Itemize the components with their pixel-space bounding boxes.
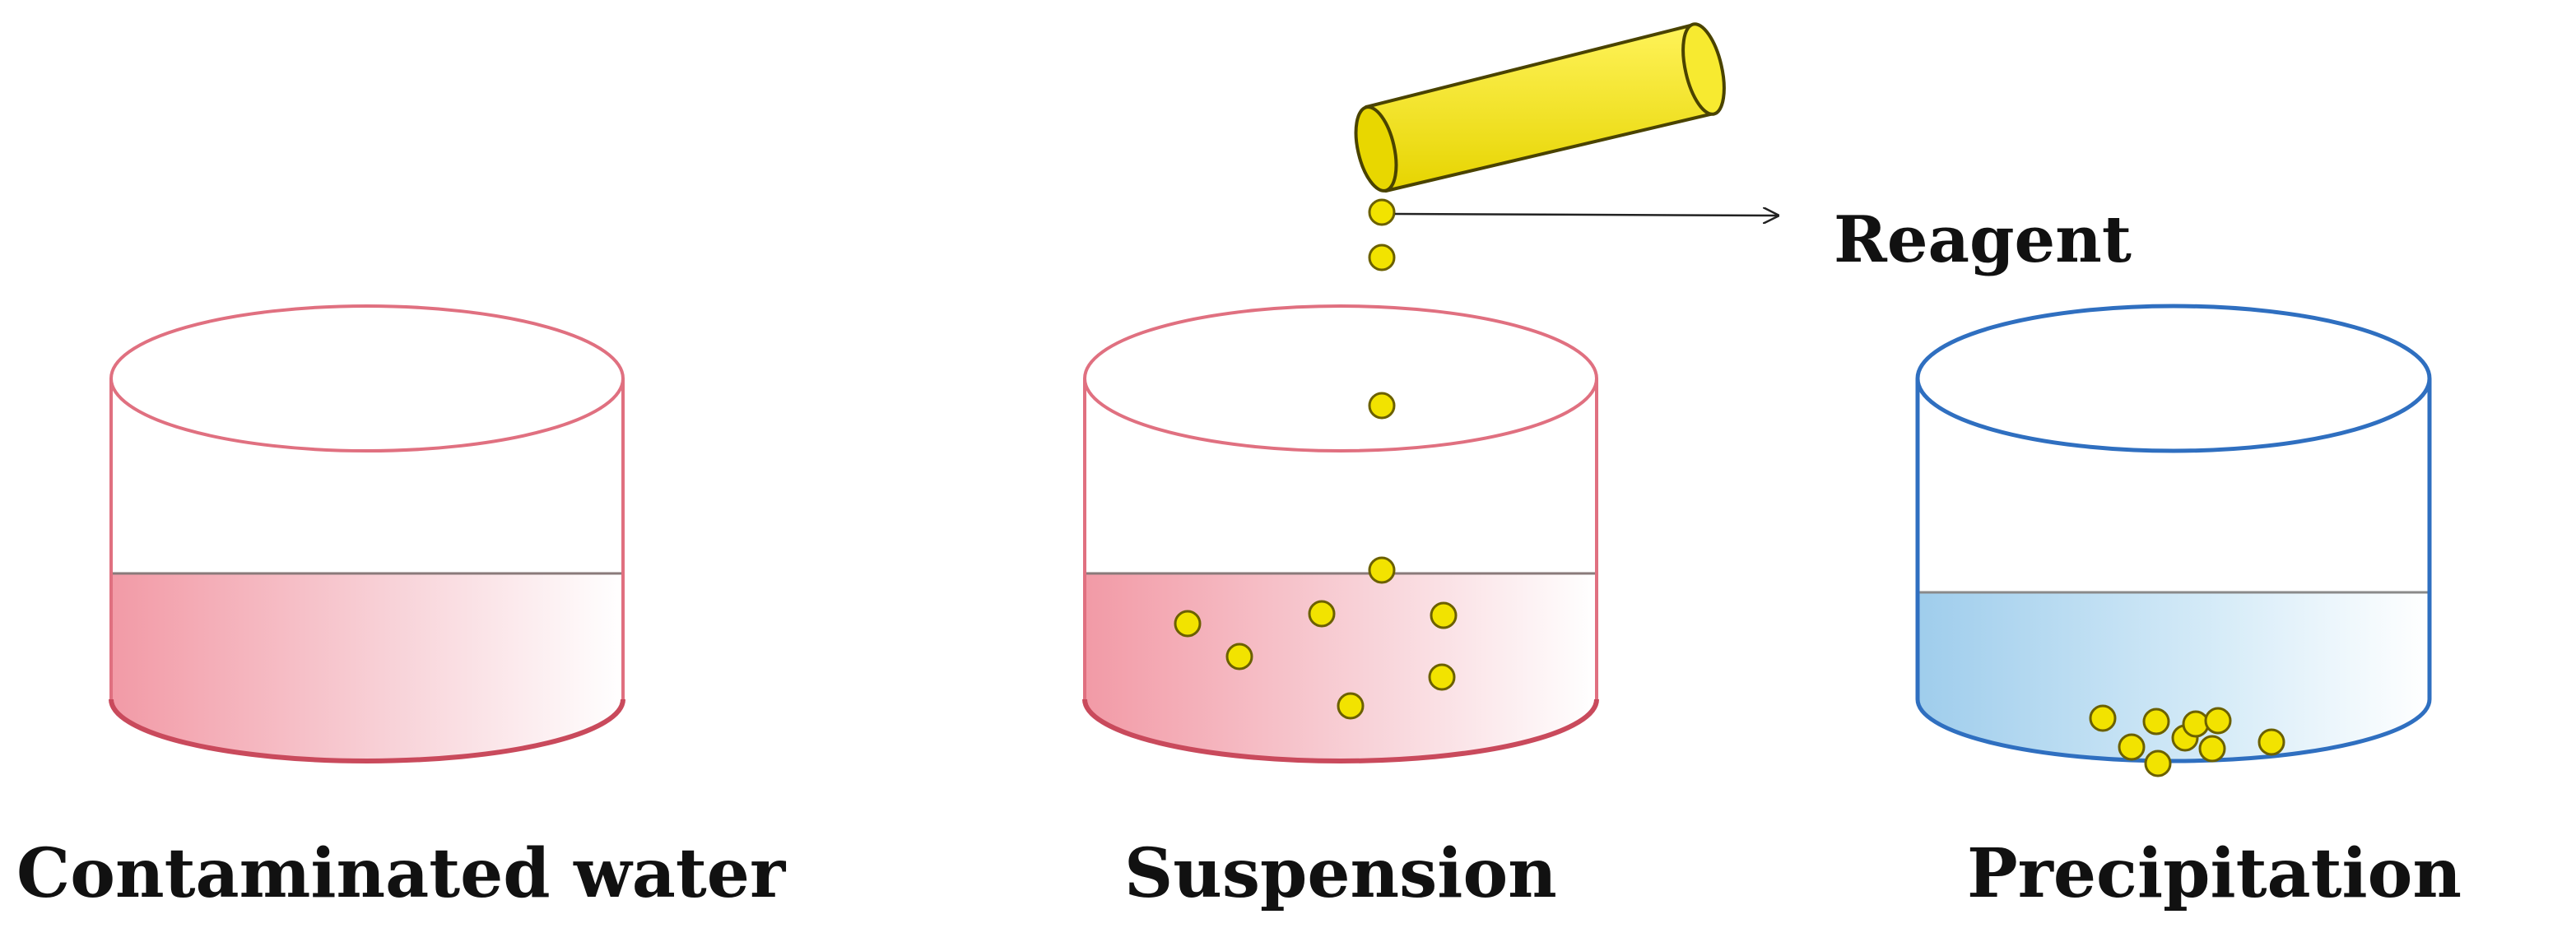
particle	[2142, 708, 2170, 736]
particle	[2257, 728, 2285, 756]
particle	[1337, 692, 1365, 720]
precipitation-liquid	[1918, 592, 2430, 761]
precipitation-beaker-bottom	[1915, 698, 2432, 763]
particle	[1428, 663, 1456, 691]
reagent-rod-opening	[1354, 105, 1398, 193]
particle	[2182, 710, 2210, 738]
precipitated-particles	[2089, 704, 2285, 777]
particle	[2198, 735, 2226, 763]
particle	[2204, 707, 2232, 735]
suspension-beaker-rim	[1083, 304, 1598, 452]
particle	[2089, 704, 2117, 732]
reagent-pointer-arrow	[1394, 214, 1778, 216]
reagent-label: Reagent	[1834, 202, 2132, 277]
reagent-drop	[1368, 392, 1396, 420]
contaminated-beaker-rim	[109, 304, 625, 452]
beaker-suspension	[1082, 304, 1599, 763]
particle	[2144, 749, 2172, 777]
contaminated-liquid	[111, 573, 623, 761]
reagent-rod-body	[1365, 23, 1715, 193]
reagent-drop	[1368, 198, 1396, 226]
suspension-beaker-bottom	[1082, 698, 1599, 763]
suspension-liquid	[1085, 573, 1597, 761]
reagent-drop	[1368, 244, 1396, 271]
contaminated-water-label: Contaminated water	[16, 834, 787, 913]
particle	[1430, 601, 1458, 629]
suspension-label: Suspension	[1124, 834, 1557, 913]
reagent-drops	[1368, 198, 1396, 420]
particle	[1225, 643, 1253, 671]
particle	[1368, 556, 1396, 584]
particle	[1174, 610, 1202, 638]
precipitation-label: Precipitation	[1967, 834, 2462, 913]
beaker-contaminated-water	[109, 304, 625, 763]
reagent-dispenser	[1354, 22, 1726, 193]
precipitation-beaker-rim	[1915, 304, 2432, 453]
particle	[1308, 600, 1336, 628]
reagent-rod-end-far	[1681, 22, 1726, 116]
contaminated-beaker-bottom	[109, 698, 625, 763]
suspended-particles	[1174, 556, 1458, 720]
beaker-precipitation	[1915, 304, 2432, 777]
particle	[2118, 733, 2146, 761]
